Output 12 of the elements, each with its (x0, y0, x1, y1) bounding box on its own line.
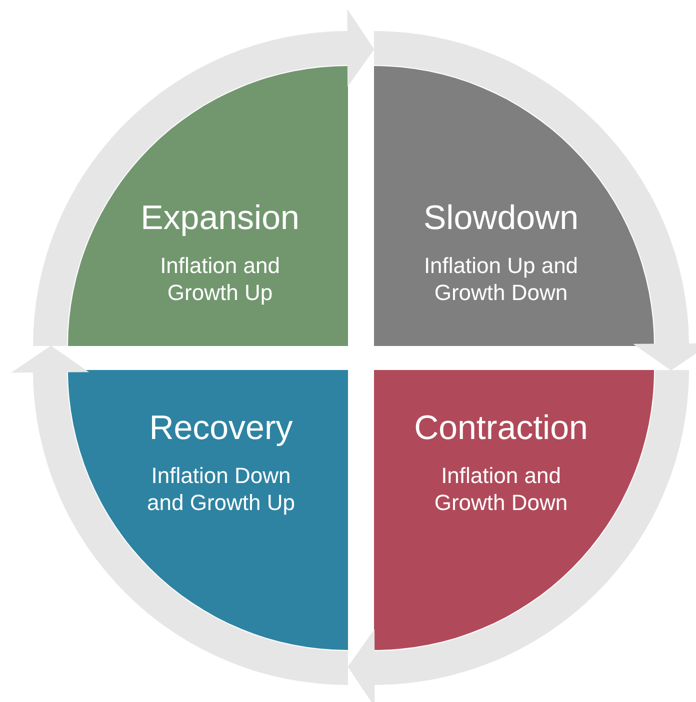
curved-arrow (33, 9, 374, 346)
phase-description: Inflation Down and Growth Up (146, 462, 296, 516)
curved-arrow (11, 346, 348, 685)
phase-title: Slowdown (422, 198, 580, 238)
curved-arrow (374, 31, 696, 370)
phase-title: Expansion (140, 198, 300, 238)
phase-description: Inflation Up and Growth Down (422, 252, 580, 306)
phase-description: Inflation and Growth Up (159, 252, 281, 306)
curved-arrow (348, 370, 689, 702)
phase-title: Recovery (148, 408, 294, 448)
phase-title: Contraction (413, 408, 589, 448)
phase-description: Inflation and Growth Down (433, 462, 569, 516)
